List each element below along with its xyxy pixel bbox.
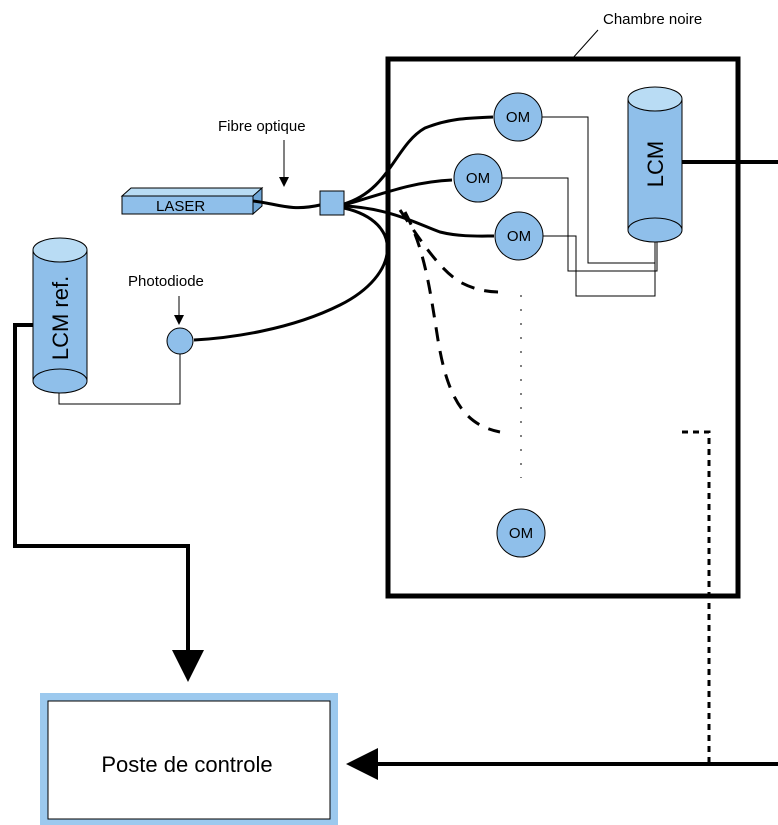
fibre-laser-to-splitter (252, 199, 321, 210)
lcm-label: LCM (643, 141, 668, 187)
control-station-box (40, 693, 338, 825)
fibre-to-om-3 (343, 204, 495, 238)
fibre-to-om-1 (343, 115, 494, 206)
fibre-dashed-2 (403, 211, 501, 434)
svg-text:OM: OM (509, 525, 533, 542)
svg-text:OM: OM (466, 170, 490, 187)
photodiode (166, 327, 194, 355)
dotted-control-link (682, 430, 711, 762)
fibre-to-om-2 (343, 178, 453, 207)
laser-label: LASER (156, 198, 205, 215)
fibre-to-photodiode (193, 206, 389, 342)
lcm-ref-cylinder: LCM ref. (32, 237, 88, 394)
photodiode-to-lcm-ref-cable (58, 354, 181, 405)
control-station-label: Poste de controle (101, 752, 272, 777)
fibre-label: Fibre optique (218, 118, 306, 135)
dark-chamber-box (385, 56, 741, 599)
photodiode-label: Photodiode (128, 273, 204, 290)
om-3: OM (494, 211, 544, 261)
om3-to-lcm-cable (543, 235, 656, 297)
om-1: OM (493, 92, 543, 142)
om-4: OM (496, 508, 546, 558)
om2-to-lcm-cable (502, 177, 658, 272)
svg-text:OM: OM (507, 228, 531, 245)
control-station-inner (47, 700, 331, 820)
fibre-splitter (319, 190, 345, 216)
lcm-ref-to-control-cable (13, 323, 204, 682)
laser-block: LASER (120, 186, 264, 216)
chamber-label-leader (571, 29, 599, 60)
om-2: OM (453, 153, 503, 203)
lcm-ref-label: LCM ref. (48, 276, 73, 360)
svg-text:OM: OM (506, 109, 530, 126)
chamber-label: Chambre noire (603, 11, 702, 28)
lcm-cylinder: LCM (627, 86, 683, 243)
